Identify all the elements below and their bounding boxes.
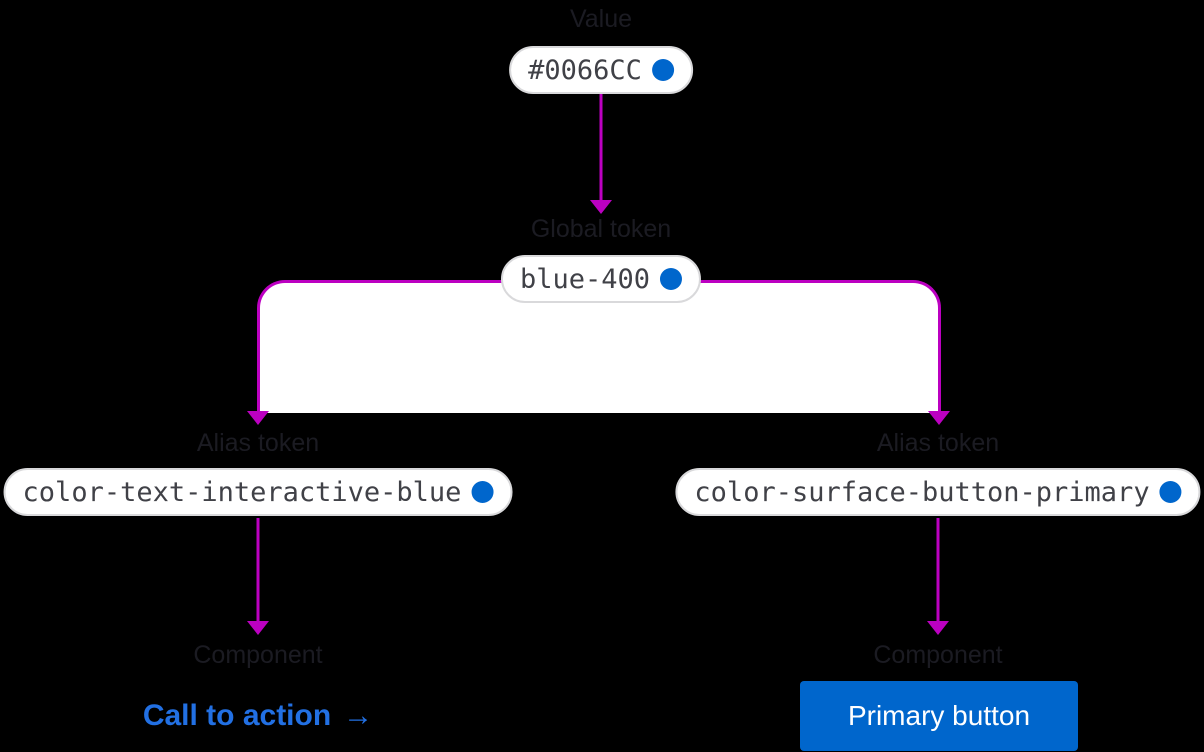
arrowhead-down-icon bbox=[590, 200, 612, 214]
color-swatch-icon bbox=[660, 268, 683, 290]
arrowhead-down-icon bbox=[928, 411, 950, 425]
global-token-pill: blue-400 bbox=[500, 255, 702, 303]
primary-button-label: Primary button bbox=[847, 700, 1031, 731]
component-left-tier-label: Component bbox=[193, 641, 323, 669]
alias-left-token-pill: color-text-interactive-blue bbox=[3, 468, 513, 516]
color-swatch-icon bbox=[1159, 481, 1182, 503]
arrow-right-icon: → bbox=[343, 699, 374, 732]
global-tier-label: Global token bbox=[530, 215, 672, 243]
connector-line-alias-to-component-right bbox=[936, 518, 940, 621]
value-token-text: #0066CC bbox=[528, 54, 642, 86]
value-tier-label: Value bbox=[569, 5, 633, 33]
primary-button[interactable]: Primary button bbox=[800, 681, 1078, 751]
global-token-text: blue-400 bbox=[519, 263, 651, 295]
alias-left-tier-label: Alias token bbox=[196, 429, 320, 457]
arrowhead-down-icon bbox=[927, 621, 949, 635]
call-to-action-link[interactable]: Call to action → bbox=[143, 699, 373, 733]
component-right-tier-label: Component bbox=[873, 641, 1003, 669]
connector-line-value-to-global bbox=[599, 94, 603, 202]
connector-line-alias-to-component-left bbox=[256, 518, 260, 621]
color-swatch-icon bbox=[651, 59, 674, 81]
arrowhead-down-icon bbox=[247, 621, 269, 635]
color-swatch-icon bbox=[471, 481, 494, 503]
arrowhead-down-icon bbox=[247, 411, 269, 425]
value-token-pill: #0066CC bbox=[509, 46, 693, 94]
alias-right-token-text: color-surface-button-primary bbox=[694, 476, 1150, 508]
call-to-action-text: Call to action bbox=[142, 699, 332, 732]
alias-right-tier-label: Alias token bbox=[876, 429, 1000, 457]
alias-right-token-pill: color-surface-button-primary bbox=[675, 468, 1201, 516]
alias-left-token-text: color-text-interactive-blue bbox=[22, 476, 462, 508]
